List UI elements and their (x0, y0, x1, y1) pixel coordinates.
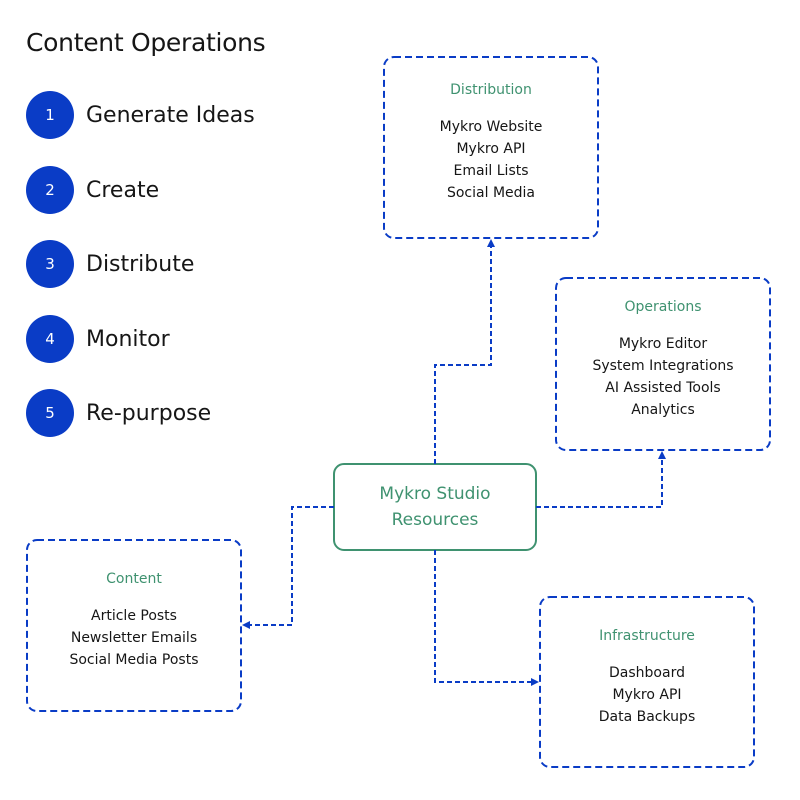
node-heading: Content (106, 571, 162, 587)
center-title-line1: Mykro Studio (379, 484, 491, 504)
connector-to-distribution (434, 239, 495, 464)
node-items: Dashboard Mykro API Data Backups (599, 662, 696, 728)
node-item: Article Posts (91, 608, 177, 624)
node-item: Newsletter Emails (70, 630, 198, 646)
connector-to-infrastructure (434, 550, 539, 686)
node-item: Email Lists (453, 163, 529, 179)
node-heading: Operations (624, 299, 702, 315)
distribution-box-border (383, 56, 599, 239)
step-item: 5 Re-purpose (26, 389, 211, 437)
step-item: 4 Monitor (26, 315, 170, 363)
infrastructure-node: Infrastructure Dashboard Mykro API Data … (540, 628, 754, 728)
center-title-line2: Resources (391, 510, 479, 530)
step-item: 2 Create (26, 166, 159, 214)
step-label: Generate Ideas (86, 102, 255, 128)
step-number-badge: 5 (26, 389, 74, 437)
node-items: Article Posts Newsletter Emails Social M… (69, 605, 198, 671)
step-label: Distribute (86, 251, 195, 277)
content-box-border (26, 539, 242, 712)
node-heading: Distribution (450, 82, 532, 98)
node-item: Analytics (631, 402, 695, 418)
page-title: Content Operations (26, 28, 266, 57)
step-number-badge: 2 (26, 166, 74, 214)
step-number-badge: 3 (26, 240, 74, 288)
node-item: Data Backups (598, 709, 696, 725)
step-item: 1 Generate Ideas (26, 91, 255, 139)
node-item: AI Assisted Tools (605, 380, 721, 396)
step-label: Re-purpose (86, 400, 212, 426)
node-item: Dashboard (609, 665, 685, 681)
node-item: Mykro Editor (618, 336, 708, 352)
content-node: Content Article Posts Newsletter Emails … (27, 571, 241, 671)
node-heading: Infrastructure (599, 628, 695, 644)
node-item: Social Media (446, 185, 535, 201)
operations-box-border (555, 277, 771, 451)
center-node: Mykro Studio Resources (334, 464, 536, 550)
step-item: 3 Distribute (26, 240, 194, 288)
node-item: Mykro Website (439, 119, 543, 135)
connector-to-content (242, 506, 334, 629)
operations-node: Operations Mykro Editor System Integrati… (556, 299, 770, 421)
node-item: System Integrations (592, 358, 734, 374)
step-number-badge: 4 (26, 315, 74, 363)
node-item: Mykro API (612, 687, 682, 703)
node-items: Mykro Website Mykro API Email Lists Soci… (440, 116, 543, 204)
connector-to-operations (536, 451, 666, 508)
step-number-badge: 1 (26, 91, 74, 139)
node-item: Mykro API (456, 141, 526, 157)
node-items: Mykro Editor System Integrations AI Assi… (592, 333, 733, 421)
distribution-node: Distribution Mykro Website Mykro API Ema… (384, 82, 598, 204)
step-label: Monitor (86, 326, 170, 352)
step-label: Create (86, 177, 160, 203)
node-item: Social Media Posts (69, 652, 199, 668)
